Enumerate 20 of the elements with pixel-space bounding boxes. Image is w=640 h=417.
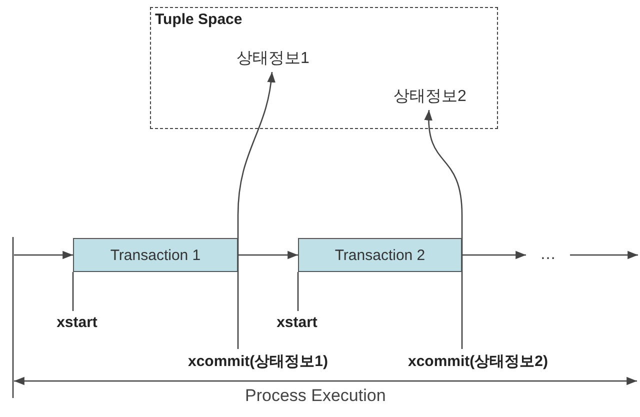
arrow — [238, 250, 298, 260]
transaction-box: Transaction 2 — [298, 238, 462, 272]
arrow — [570, 250, 638, 260]
leader-line — [72, 272, 74, 311]
leader-line — [297, 272, 299, 311]
dimension-label: Process Execution — [245, 386, 386, 406]
event-label: xstart — [48, 311, 106, 333]
arrow — [14, 250, 73, 260]
curved-arrow — [237, 72, 276, 349]
state-info-text: 상태정보1 — [223, 45, 323, 71]
state-info-text: 상태정보2 — [379, 83, 481, 109]
region-title: Tuple Space — [155, 11, 242, 28]
event-label: xcommit(상태정보2) — [378, 349, 578, 373]
event-label: xcommit(상태정보1) — [158, 349, 358, 373]
transaction-box: Transaction 1 — [73, 238, 238, 272]
curved-arrow — [424, 110, 463, 349]
tuple-space-region — [150, 7, 498, 129]
event-label: xstart — [268, 311, 326, 333]
arrow — [462, 250, 526, 260]
ellipsis-text: … — [530, 243, 566, 267]
